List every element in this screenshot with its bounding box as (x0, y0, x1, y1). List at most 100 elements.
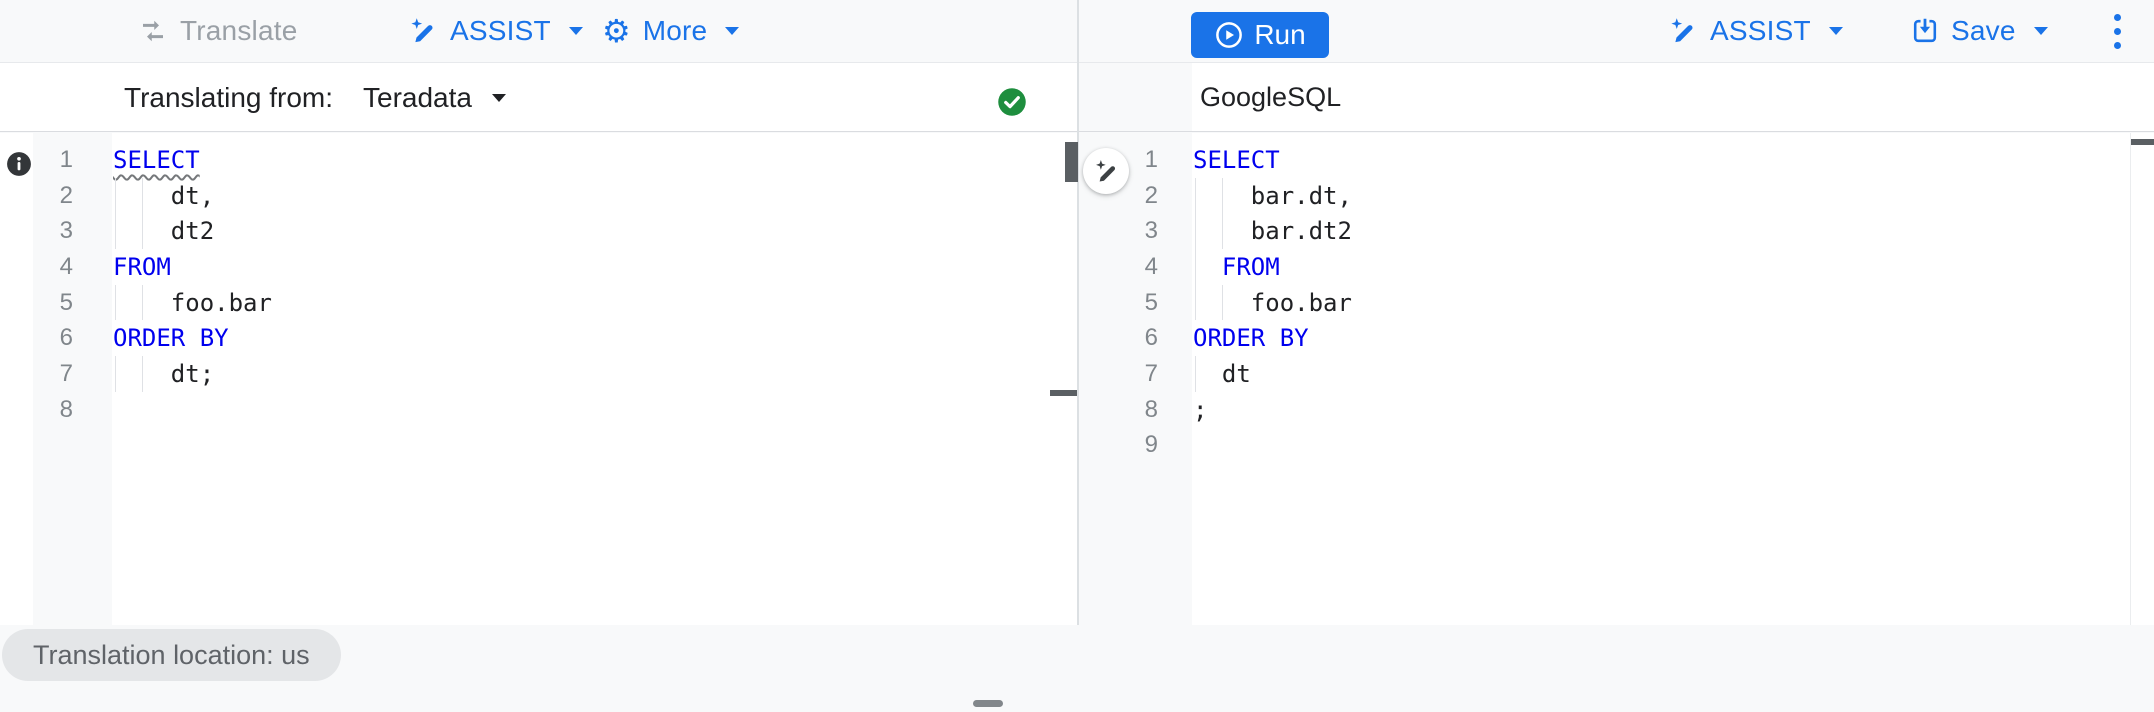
sql-text: bar.dt2 (1193, 217, 1352, 246)
swap-arrows-icon (143, 20, 163, 42)
code-text: ORDER BY (113, 320, 1077, 356)
source-dialect-value: Teradata (363, 81, 472, 113)
sql-text: bar.dt, (1193, 181, 1352, 210)
run-button[interactable]: Run (1191, 12, 1329, 58)
indent-guide (115, 356, 116, 392)
assist-floating-button[interactable] (1083, 148, 1129, 194)
sql-text: ; (1193, 395, 1208, 424)
sparkle-pen-icon (1095, 159, 1115, 182)
line-number: 9 (1144, 431, 1158, 459)
code-text: dt2 (113, 213, 1077, 250)
code-line[interactable]: 9 (1079, 428, 2130, 464)
code-text: dt; (113, 356, 1077, 392)
sql-text: dt (1193, 359, 1251, 388)
indent-guide (115, 213, 116, 250)
assist-label-left: ASSIST (450, 15, 551, 46)
scrollbar-overview-marker (1050, 390, 1077, 396)
chevron-down-icon (1828, 27, 1843, 35)
save-box-icon (1913, 18, 1937, 43)
line-number: 4 (1144, 252, 1158, 280)
split-drag-handle[interactable] (973, 700, 1003, 707)
line-number: 5 (1144, 288, 1158, 316)
indent-guide (1195, 249, 1196, 285)
left-pane-header (0, 63, 1077, 132)
code-text: FROM (113, 249, 1077, 285)
gear-icon: ⚙ (602, 13, 631, 49)
save-button[interactable]: Save (1911, 0, 2048, 62)
code-line[interactable]: 5 foo.bar (1079, 284, 2130, 321)
sql-keyword: ORDER BY (113, 324, 229, 353)
save-label: Save (1951, 15, 2016, 46)
code-text: FROM (1193, 249, 2130, 285)
assist-button-right[interactable]: ASSIST (1668, 0, 1843, 62)
code-line[interactable]: 4 FROM (1079, 249, 2130, 285)
assist-label-right: ASSIST (1710, 15, 1811, 46)
sql-text: foo.bar (1193, 288, 1352, 317)
translate-button[interactable]: Translate (138, 0, 297, 62)
translate-label: Translate (180, 15, 298, 46)
code-line[interactable]: 8; (1079, 392, 2130, 428)
kebab-menu-icon (2113, 13, 2121, 21)
line-number: 8 (1144, 395, 1158, 423)
indent-guide (1222, 284, 1223, 321)
info-icon[interactable] (6, 151, 32, 177)
code-text (113, 392, 1077, 428)
code-line[interactable]: 6 ORDER BY (0, 320, 1077, 356)
code-line[interactable]: 3 bar.dt2 (1079, 213, 2130, 250)
line-number: 2 (59, 181, 73, 209)
sql-text (1193, 253, 1222, 281)
source-dialect-dropdown[interactable]: Teradata (363, 63, 506, 132)
code-line[interactable]: 2 bar.dt, (1079, 177, 2130, 214)
code-text (1193, 428, 2130, 464)
code-line[interactable]: 1 SELECT (0, 142, 1077, 178)
code-line[interactable]: 5 foo.bar (0, 284, 1077, 321)
line-number: 6 (59, 324, 73, 352)
code-line[interactable]: 3 dt2 (0, 213, 1077, 250)
code-text: bar.dt2 (1193, 213, 2130, 250)
sql-keyword: FROM (1221, 252, 1280, 281)
left-gutter (33, 133, 112, 625)
pane-divider[interactable] (1077, 0, 1079, 625)
line-number: 1 (59, 145, 73, 173)
sql-text: dt; (113, 359, 215, 388)
code-line[interactable]: 7 dt; (0, 356, 1077, 392)
sparkle-pen-icon (411, 18, 433, 43)
indent-guide (1222, 213, 1223, 250)
sql-keyword: SELECT (1193, 145, 1280, 174)
sql-keyword: SELECT (113, 145, 200, 174)
code-line[interactable]: 7 dt (1079, 356, 2130, 392)
sql-text: dt2 (113, 217, 215, 246)
assist-button-left[interactable]: ASSIST (408, 0, 583, 62)
line-number: 3 (1144, 217, 1158, 245)
more-button[interactable]: ⚙ More (602, 0, 740, 62)
sql-keyword: FROM (113, 252, 171, 281)
target-dialect-label: GoogleSQL (1200, 82, 1342, 112)
chevron-down-icon (491, 93, 506, 102)
more-label: More (642, 15, 708, 46)
check-circle-icon (998, 88, 1026, 116)
chevron-down-icon (568, 27, 583, 35)
sparkle-pen-icon (1671, 18, 1693, 43)
line-number: 2 (1144, 181, 1158, 209)
line-number: 8 (59, 395, 73, 423)
indent-guide (142, 213, 143, 250)
code-text: ; (1193, 392, 2130, 428)
code-text: ORDER BY (1193, 320, 2130, 356)
code-line[interactable]: 8 (0, 392, 1077, 428)
indent-guide (1195, 356, 1196, 392)
code-text: foo.bar (113, 284, 1077, 321)
indent-guide (1195, 213, 1196, 250)
code-line[interactable]: 2 dt, (0, 177, 1077, 214)
right-editor-scrollbar-thumb[interactable] (2131, 139, 2154, 145)
right-editor-bg (1192, 133, 2154, 625)
left-editor-scrollbar-thumb[interactable] (1065, 142, 1078, 182)
line-number: 3 (59, 217, 73, 245)
indent-guide (1222, 177, 1223, 214)
overflow-menu-button[interactable] (2102, 0, 2132, 62)
